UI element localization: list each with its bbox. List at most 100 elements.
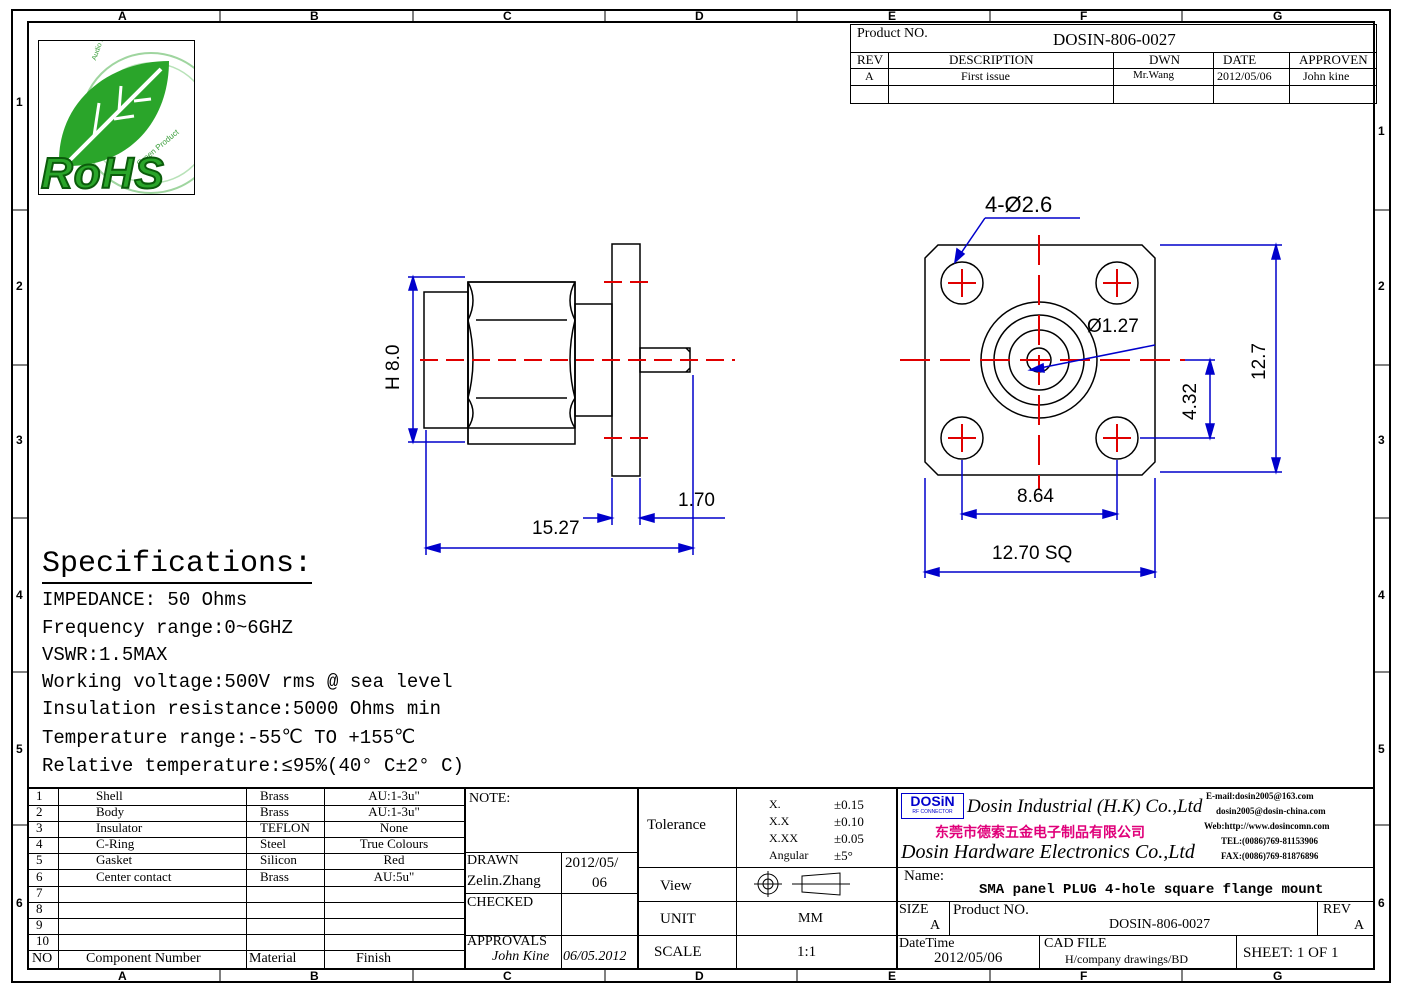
bom-material: Silicon	[260, 852, 297, 867]
tolerance-value: ±0.10	[834, 814, 864, 829]
tolerance-value: ±5°	[834, 848, 853, 863]
zone-row-1-right: 1	[1378, 124, 1385, 138]
zone-row-4: 4	[16, 588, 23, 602]
tolerance-class: X.	[769, 797, 781, 811]
bom-finish: Red	[383, 852, 405, 867]
datetime-label: DateTime	[899, 936, 955, 951]
zone-col-a-bottom: A	[118, 969, 127, 983]
zone-row-4-right: 4	[1378, 588, 1385, 602]
part-name: SMA panel PLUG 4-hole square flange moun…	[979, 882, 1324, 898]
approven-header: APPROVEN	[1299, 52, 1368, 67]
rev-label-bottom: REV	[1323, 902, 1351, 917]
zone-row-6-right: 6	[1378, 896, 1385, 910]
zone-row-6: 6	[16, 896, 23, 910]
zone-col-b-bottom: B	[310, 969, 319, 983]
dwn-value: Mr.Wang	[1133, 69, 1174, 81]
approvals-date: 06/05.2012	[563, 949, 627, 964]
bom-row-divider	[28, 805, 464, 806]
scale-label: SCALE	[654, 944, 702, 960]
tolerance-label: Tolerance	[647, 817, 706, 833]
bom-no: 6	[36, 869, 43, 884]
zone-col-c-bottom: C	[503, 969, 512, 983]
tolerance-value: ±0.15	[834, 797, 864, 812]
zone-row-3: 3	[16, 433, 23, 447]
hole-spacing-dimension: 8.64	[1017, 486, 1054, 507]
company-email-2: dosin2005@dosin-china.com	[1216, 806, 1326, 816]
pin-diameter-dimension: Ø1.27	[1087, 316, 1139, 337]
leaf-icon	[59, 52, 194, 194]
bom-footer-material: Material	[249, 951, 297, 966]
size-value: A	[930, 918, 941, 933]
projection-icon	[754, 871, 850, 897]
product-no-label: Product NO.	[857, 26, 928, 41]
bom-row-divider	[28, 869, 464, 870]
holes-dimension: 4-Ø2.6	[985, 192, 1053, 217]
length-dimension: 15.27	[532, 518, 580, 539]
bom-component: Center contact	[96, 869, 172, 884]
company-logo: DOSiN RF CONNECTOR	[901, 793, 964, 819]
bom-finish: AU:1-3u"	[368, 788, 420, 803]
bom-finish: AU:5u"	[373, 869, 415, 884]
approvals-signature: John Kine	[492, 949, 550, 964]
bom-row-divider	[28, 902, 464, 903]
bom-footer-no: NO	[32, 951, 53, 966]
bom-no: 3	[36, 820, 43, 835]
zone-col-f: F	[1080, 9, 1088, 23]
date-header: DATE	[1223, 52, 1257, 67]
dwn-header: DWN	[1149, 52, 1181, 67]
bom-no: 1	[36, 788, 43, 803]
zone-row-2: 2	[16, 279, 23, 293]
bom-no: 10	[36, 933, 49, 948]
bom-finish: None	[379, 820, 409, 835]
scale-value: 1:1	[797, 944, 817, 960]
unit-label: UNIT	[660, 911, 696, 927]
zone-row-5: 5	[16, 742, 23, 756]
zone-col-a: A	[118, 9, 127, 23]
zone-col-b: B	[310, 9, 319, 23]
bom-component: Insulator	[96, 820, 143, 835]
spec-vswr: VSWR:1.5MAX	[42, 644, 168, 666]
bom-row-divider	[28, 837, 464, 838]
bom-no: 9	[36, 917, 43, 932]
zone-col-g: G	[1273, 9, 1283, 23]
product-no-value-bottom: DOSIN-806-0027	[1109, 917, 1211, 932]
bom-row-divider	[28, 853, 464, 854]
note-label: NOTE:	[469, 791, 511, 806]
drawn-date-2: 06	[592, 875, 607, 891]
product-no-value: DOSIN-806-0027	[1053, 30, 1176, 49]
bom-row-divider	[28, 934, 464, 935]
spec-impedance: IMPEDANCE: 50 Ohms	[42, 589, 248, 611]
drawn-label: DRAWN	[467, 853, 519, 868]
tolerance-class: X.XX	[769, 831, 798, 845]
description-value: First issue	[961, 69, 1011, 83]
company-tel: TEL:(0086)769-81153906	[1221, 836, 1319, 846]
revision-block: Product NO. DOSIN-806-0027 REV DESCRIPTI…	[850, 24, 1377, 104]
flange-dimension: 12.70 SQ	[992, 543, 1073, 564]
rev-header: REV	[857, 52, 883, 67]
unit-value: MM	[798, 911, 823, 926]
rev-value: A	[865, 69, 874, 83]
approven-value: John kine	[1303, 69, 1350, 83]
specs-title: Specifications:	[42, 547, 313, 584]
spec-humidity: Relative temperature:≤95%(40° C±2° C)	[42, 755, 464, 777]
bom-material: Steel	[260, 836, 286, 851]
rohs-logo: Audio Products Inc. Green Product RoHS	[38, 40, 195, 195]
bom-finish: AU:1-3u"	[368, 804, 420, 819]
bom-component: Shell	[96, 788, 123, 803]
bom-component: C-Ring	[96, 836, 135, 851]
bom-component: Gasket	[96, 852, 133, 867]
bom-material: Brass	[260, 804, 289, 819]
offset-dimension: 4.32	[1180, 383, 1201, 420]
company-name-en2: Dosin Hardware Electronics Co.,Ltd	[901, 841, 1195, 863]
bom-component: Body	[96, 804, 125, 819]
description-header: DESCRIPTION	[949, 52, 1034, 67]
zone-row-1: 1	[16, 95, 23, 109]
zone-col-e: E	[888, 9, 897, 23]
company-name-cn: 东莞市德索五金电子制品有限公司	[935, 825, 1145, 841]
zone-col-f-bottom: F	[1080, 969, 1088, 983]
company-logo-sub: RF CONNECTOR	[912, 809, 953, 815]
company-web: Web:http://www.dosincomn.com	[1204, 821, 1330, 831]
